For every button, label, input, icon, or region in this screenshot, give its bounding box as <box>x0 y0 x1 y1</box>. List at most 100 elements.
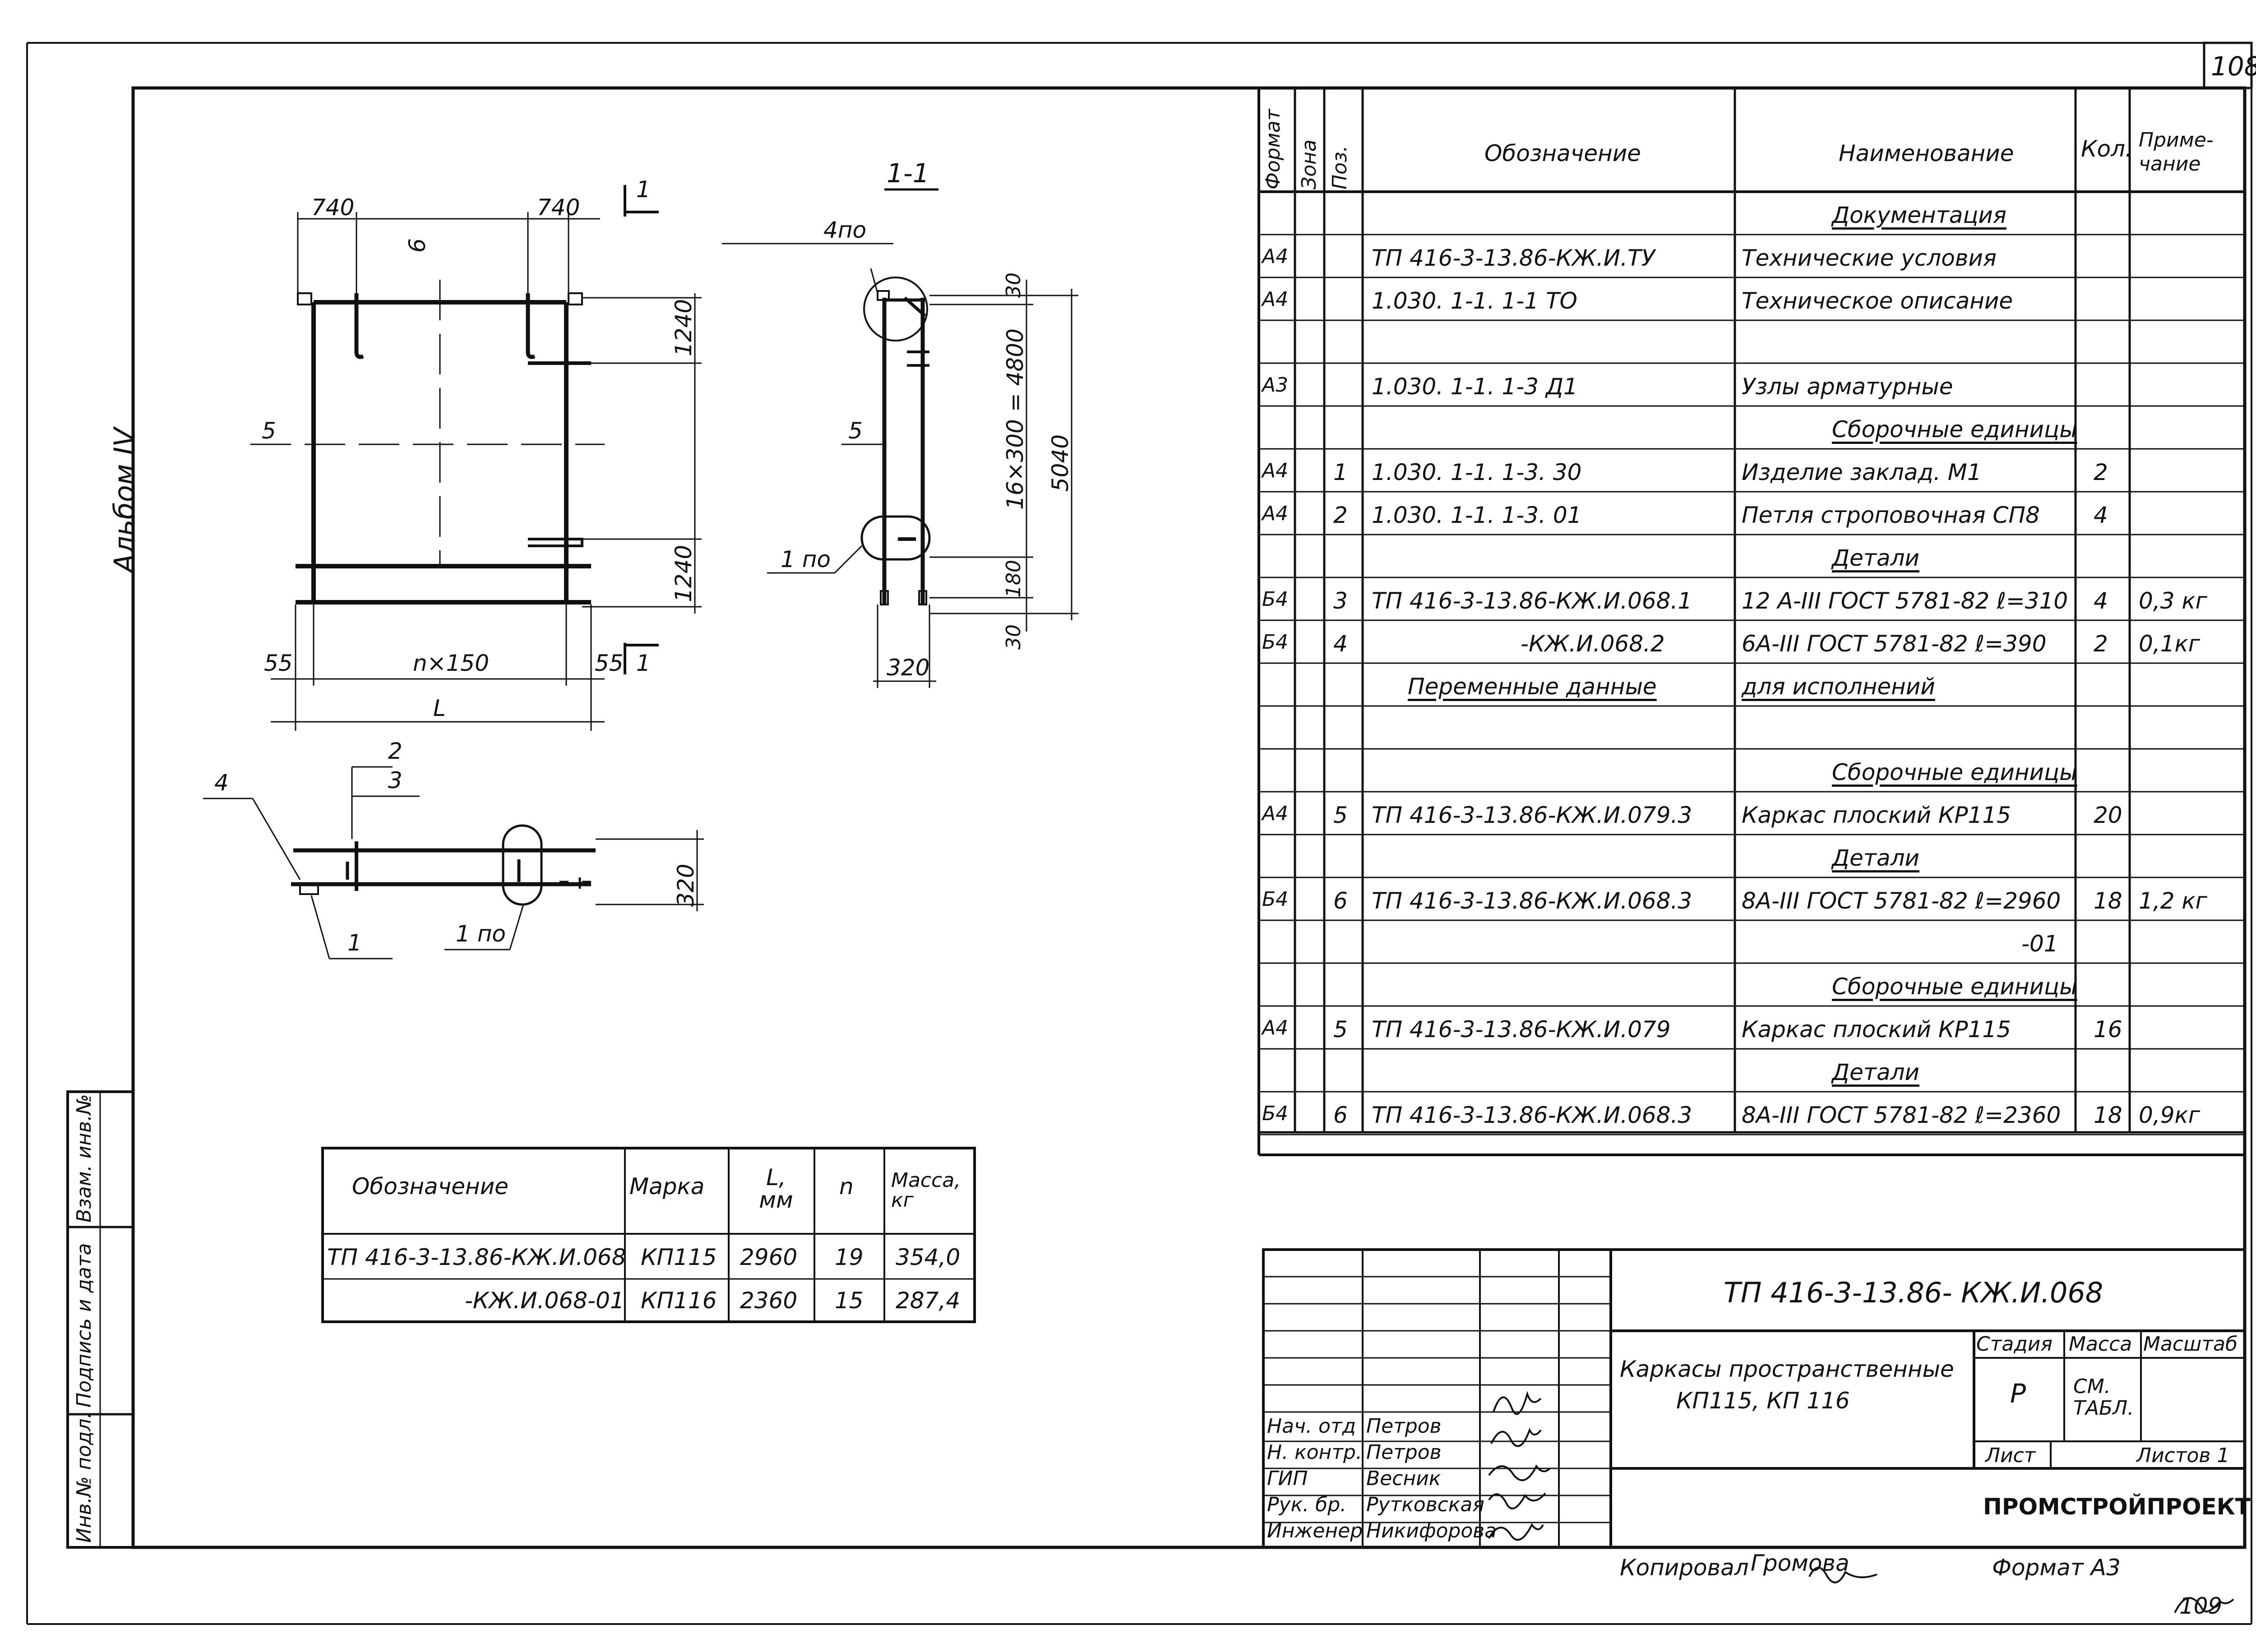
spec-cell-format: А4 <box>1262 502 1289 525</box>
dim-5040: 5040 <box>1047 434 1073 492</box>
tb-signer-role: Нач. отд <box>1267 1415 1356 1438</box>
tb-title-line1: Каркасы пространственные <box>1620 1356 1954 1382</box>
spec-cell-designation: ТП 416-3-13.86-КЖ.И.079.3 <box>1372 802 1692 828</box>
spec-cell-qty: 4 <box>2094 502 2108 528</box>
album-label: Альбом IV <box>108 428 141 573</box>
variants-cell-mass: 354,0 <box>896 1244 961 1270</box>
spec-cell-format: А3 <box>1262 373 1289 397</box>
variants-cell-designation: ТП 416-3-13.86-КЖ.И.068 <box>327 1244 626 1270</box>
left-stamp-sign-date: Подпись и дата <box>73 1243 96 1407</box>
spec-cell-name: Документация <box>1832 202 2006 228</box>
dim-320-section: 320 <box>887 655 930 681</box>
format-label: Формат А3 <box>1992 1555 2121 1581</box>
plan-view <box>250 185 702 731</box>
spec-cell-name: для исполнений <box>1742 673 1935 700</box>
spec-cell-designation: ТП 416-3-13.86-КЖ.И.068.3 <box>1372 1102 1692 1128</box>
label-1-bottom: 1 <box>347 930 362 956</box>
title-block-grid <box>1262 1248 2246 1549</box>
spec-header-zone: Зона <box>1298 139 1321 189</box>
spec-cell-designation: ТП 416-3-13.86-КЖ.И.ТУ <box>1372 245 1655 271</box>
dim-320-bottom: 320 <box>673 863 699 907</box>
tb-mass-label: Масса <box>2069 1333 2132 1356</box>
spec-cell-name: 6А-III ГОСТ 5781-82 ℓ=390 <box>1742 630 2047 657</box>
spec-cell-designation: ТП 416-3-13.86-КЖ.И.079 <box>1372 1016 1671 1043</box>
spec-cell-pos: 6 <box>1333 1102 1348 1128</box>
spec-header-format: Формат <box>1262 109 1285 189</box>
spec-cell-qty: 2 <box>2094 459 2108 485</box>
tb-signer-name: Петров <box>1366 1441 1442 1464</box>
variants-cell-mark: КП115 <box>641 1244 717 1270</box>
label-1po-section: 1 по <box>781 546 831 572</box>
tb-code: ТП 416-3-13.86- КЖ.И.068 <box>1724 1276 2103 1309</box>
spec-cell-designation: 1.030. 1-1. 1-3. 30 <box>1372 459 1582 485</box>
spec-cell-qty: 4 <box>2094 587 2108 614</box>
spec-cell-name: Детали <box>1832 545 1920 571</box>
label-4-bottom: 4 <box>214 770 229 796</box>
spec-cell-name: Техническое описание <box>1742 287 2013 314</box>
spec-header-name: Наименование <box>1839 140 2014 166</box>
spec-cell-designation: Переменные данные <box>1408 673 1657 700</box>
spec-header-qty: Кол. <box>2081 136 2132 162</box>
variants-header-designation: Обозначение <box>352 1173 509 1200</box>
variants-header-mark: Марка <box>629 1173 705 1200</box>
sheet-number: 108 <box>2211 51 2256 82</box>
label-2-bottom: 2 <box>388 738 402 764</box>
spec-cell-note: 1,2 кг <box>2139 887 2207 914</box>
dim-55-left: 55 <box>264 650 293 676</box>
left-stamp-vzam-inv: Взам. инв.№ <box>73 1094 96 1223</box>
spec-cell-pos: 5 <box>1333 1016 1348 1043</box>
variants-cell-mass: 287,4 <box>896 1287 961 1314</box>
tb-sheets-label: Листов 1 <box>2136 1444 2230 1467</box>
dim-740-right: 740 <box>537 194 580 221</box>
tb-signer-role: Рук. бр. <box>1267 1493 1347 1516</box>
tb-signer-role: Инженер <box>1267 1519 1363 1542</box>
dim-1240-top: 1240 <box>670 299 697 356</box>
variants-cell-n: 15 <box>835 1287 864 1314</box>
spec-cell-name: 8А-III ГОСТ 5781-82 ℓ=2360 <box>1742 1102 2061 1128</box>
spec-cell-format: А4 <box>1262 459 1289 482</box>
spec-cell-designation: 1.030. 1-1. 1-3. 01 <box>1372 502 1582 528</box>
label-4po: 4по <box>823 217 867 243</box>
spec-table-grid <box>1257 88 2245 1156</box>
tb-signer-role: Н. контр. <box>1267 1441 1362 1464</box>
spec-header-note: Приме-чание <box>2139 129 2214 175</box>
label-6: 6 <box>404 238 430 253</box>
tb-signer-name: Весник <box>1366 1467 1441 1490</box>
spec-cell-pos: 1 <box>1333 459 1348 485</box>
variants-cell-mark: КП116 <box>641 1287 717 1314</box>
spec-cell-pos: 3 <box>1333 587 1348 614</box>
dim-L: L <box>433 695 446 721</box>
spec-cell-name: Детали <box>1832 1059 1920 1085</box>
tb-scale-label: Масштаб <box>2143 1333 2238 1356</box>
copied-by-label: Копировал <box>1620 1555 1749 1581</box>
spec-cell-designation: ТП 416-3-13.86-КЖ.И.068.1 <box>1372 587 1692 614</box>
section-mark-top: 1 <box>636 176 651 203</box>
signature-marks <box>1488 1391 2234 1613</box>
tb-title-line2: КП115, КП 116 <box>1676 1388 1850 1414</box>
spec-cell-designation: 1.030. 1-1. 1-1 ТО <box>1372 287 1577 314</box>
spec-cell-designation: ТП 416-3-13.86-КЖ.И.068.3 <box>1372 887 1692 914</box>
spec-cell-name: Технические условия <box>1742 245 1997 271</box>
spec-cell-name: Каркас плоский КР115 <box>1742 802 2011 828</box>
variants-header-n: n <box>839 1173 854 1200</box>
spec-cell-qty: 16 <box>2094 1016 2122 1043</box>
spec-cell-format: Б4 <box>1262 887 1289 911</box>
tb-stage-label: Стадия <box>1976 1333 2053 1356</box>
tb-signer-name: Петров <box>1366 1415 1442 1438</box>
tb-signer-name: Рутковская <box>1366 1493 1484 1516</box>
tb-org: ПРОМСТРОЙПРОЕКТ <box>1983 1494 2251 1520</box>
dim-180: 180 <box>1002 560 1025 598</box>
spec-cell-pos: 4 <box>1333 630 1348 657</box>
spec-cell-format: Б4 <box>1262 630 1289 654</box>
variants-header-mass: Масса, кг <box>891 1169 961 1212</box>
tb-mass-value: СМ. ТАБЛ. <box>2073 1375 2134 1420</box>
variants-cell-L: 2360 <box>740 1287 798 1314</box>
spec-cell-name: Узлы арматурные <box>1742 373 1953 400</box>
spec-cell-name: Сборочные единицы <box>1832 973 2077 1000</box>
handwritten-page: 109 <box>2179 1593 2223 1619</box>
section-view <box>722 188 1078 688</box>
label-5-plan: 5 <box>262 418 276 444</box>
spec-cell-format: А4 <box>1262 287 1289 311</box>
dim-n150: n×150 <box>413 650 490 676</box>
label-1po-bottom: 1 по <box>456 921 506 947</box>
